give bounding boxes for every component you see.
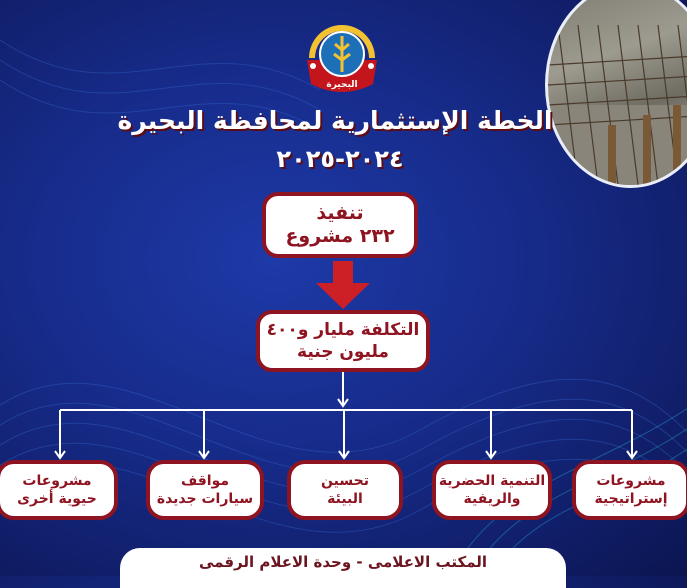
cost-line-1: التكلفة مليار و٤٠٠ xyxy=(266,320,420,340)
category-line-1: مواقف xyxy=(180,473,230,489)
category-strategic-projects: مشروعات إستراتيجية xyxy=(572,460,687,520)
connector-lines xyxy=(54,372,638,460)
plan-years: ٢٠٢٤-٢٠٢٥ xyxy=(276,145,404,173)
category-other-vital-projects: مشروعات حيوية أخرى xyxy=(0,460,118,520)
category-line-1: مشروعات xyxy=(22,473,92,489)
construction-site-photo xyxy=(545,0,687,188)
cost-line-2: مليون جنية xyxy=(297,342,389,362)
category-line-2: سيارات جديدة xyxy=(156,491,254,507)
category-line-2: حيوية أخرى xyxy=(17,491,97,507)
behira-logo-icon xyxy=(307,25,377,92)
logo-label: البحيرة xyxy=(326,80,358,90)
rebar-icon xyxy=(548,24,687,185)
category-line-2: البيئة xyxy=(327,491,363,507)
project-count: ٢٣٢ مشروع xyxy=(285,225,395,247)
governorate-logo: البحيرة xyxy=(303,14,381,102)
execution-box: تنفيذ ٢٣٢ مشروع xyxy=(262,192,418,258)
category-line-1: التنمية الحضرية xyxy=(438,473,546,489)
footer-text: المكتب الاعلامى - وحدة الاعلام الرقمى xyxy=(198,553,488,571)
page-title: الخطة الإستثمارية لمحافظة البحيرة xyxy=(117,106,553,135)
category-line-1: مشروعات xyxy=(596,473,666,489)
cost-box: التكلفة مليار و٤٠٠ مليون جنية xyxy=(256,310,430,372)
down-arrow-icon xyxy=(316,261,370,309)
footer-banner: المكتب الاعلامى - وحدة الاعلام الرقمى xyxy=(120,548,566,588)
category-line-2: والريفية xyxy=(463,491,521,507)
category-line-1: تحسين xyxy=(321,473,369,489)
category-urban-rural-development: التنمية الحضرية والريفية xyxy=(432,460,552,520)
category-line-2: إستراتيجية xyxy=(594,491,668,507)
execution-label: تنفيذ xyxy=(316,202,364,224)
category-new-parking: مواقف سيارات جديدة xyxy=(146,460,264,520)
category-environment-improvement: تحسين البيئة xyxy=(287,460,403,520)
